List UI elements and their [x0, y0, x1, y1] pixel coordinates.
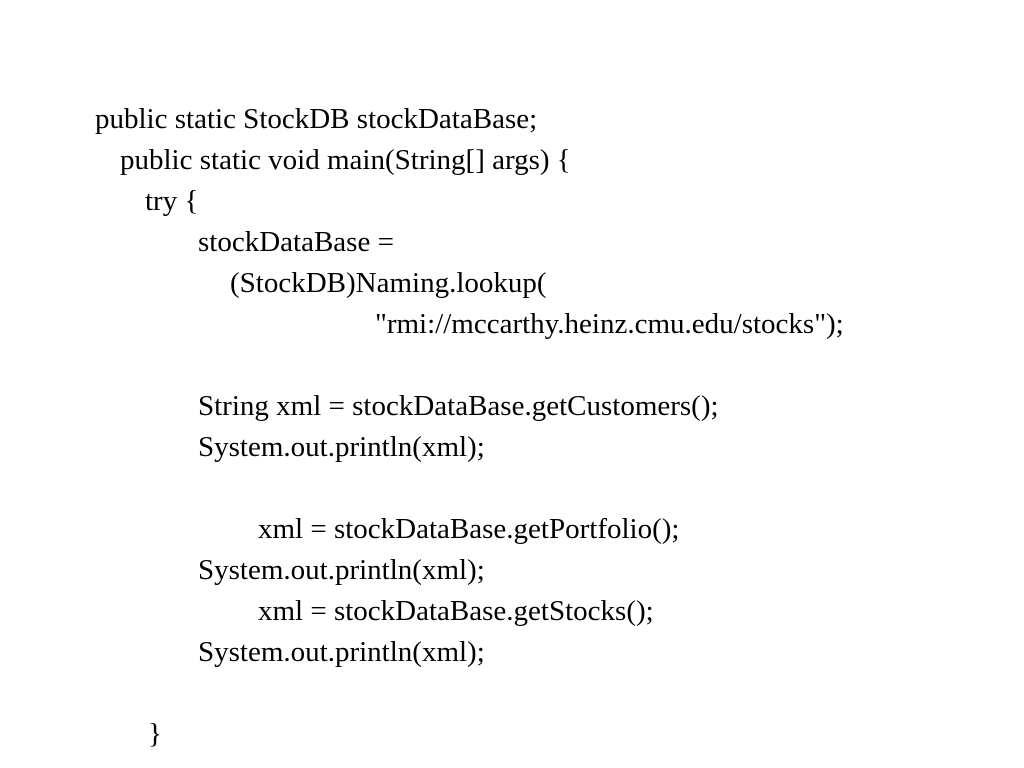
code-line-println-3: System.out.println(xml);: [198, 636, 485, 668]
code-line-rmi-url: "rmi://mccarthy.heinz.cmu.edu/stocks");: [375, 308, 844, 340]
code-line-close-brace: }: [148, 718, 162, 750]
code-line-field-declaration: public static StockDB stockDataBase;: [95, 103, 538, 135]
code-line-println-2: System.out.println(xml);: [198, 554, 485, 586]
code-line-println-1: System.out.println(xml);: [198, 431, 485, 463]
code-line-assignment-start: stockDataBase =: [198, 226, 394, 258]
code-line-try-open: try {: [145, 185, 199, 217]
code-line-get-portfolio: xml = stockDataBase.getPortfolio();: [258, 513, 680, 545]
code-line-get-stocks: xml = stockDataBase.getStocks();: [258, 595, 654, 627]
code-line-get-customers: String xml = stockDataBase.getCustomers(…: [198, 390, 719, 422]
code-line-naming-lookup: (StockDB)Naming.lookup(: [230, 267, 547, 299]
code-line-main-signature: public static void main(String[] args) {: [120, 144, 571, 176]
